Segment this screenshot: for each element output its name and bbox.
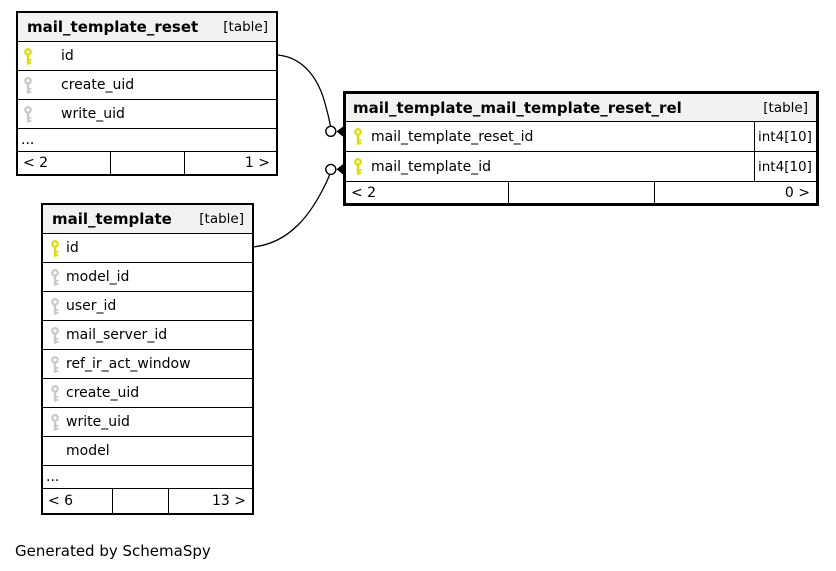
footer-parents-count: 13 > [212, 493, 246, 509]
table-row: create_uid [18, 71, 276, 100]
footer-parents-count: 0 > [784, 184, 810, 201]
cardinality-circle-icon [325, 125, 337, 138]
table-title[interactable]: mail_template_mail_template_reset_rel [353, 98, 682, 117]
table-row: mail_template_reset_id int4[10] [346, 122, 816, 152]
table-tag: [table] [199, 211, 244, 227]
key-icon [23, 76, 33, 95]
table-row: write_uid [18, 100, 276, 129]
cardinality-circle-icon [325, 163, 337, 176]
key-icon [50, 297, 60, 316]
column-name: ref_ir_act_window [66, 356, 191, 372]
column-name: create_uid [61, 77, 135, 93]
column-name: mail_template_reset_id [371, 128, 534, 145]
table-row: id [43, 234, 252, 263]
column-name: model [66, 443, 110, 459]
column-type: int4[10] [754, 152, 816, 181]
column-name: write_uid [66, 414, 130, 430]
table-header: mail_template [table] [43, 205, 252, 234]
footer-middle-cell [113, 489, 169, 513]
column-name: write_uid [61, 106, 125, 122]
column-name: model_id [66, 269, 130, 285]
key-icon [50, 326, 60, 345]
key-icon [50, 268, 60, 287]
key-icon [50, 413, 60, 432]
column-name: create_uid [66, 385, 140, 401]
footer-parents-count: 1 > [244, 155, 270, 171]
key-icon [23, 47, 33, 66]
table-title[interactable]: mail_template_reset [27, 18, 199, 36]
table-footer: < 2 0 > [346, 182, 816, 203]
key-icon [353, 157, 363, 176]
table-row: user_id [43, 292, 252, 321]
table-node-mail-template[interactable]: mail_template [table] id model_id user_i… [41, 203, 254, 515]
key-icon [50, 384, 60, 403]
more-columns-ellipsis: ... [18, 129, 276, 152]
table-node-mail-template-reset[interactable]: mail_template_reset [table] id create_ui… [16, 11, 278, 176]
column-name: mail_template_id [371, 158, 491, 175]
table-row: create_uid [43, 379, 252, 408]
table-row: mail_template_id int4[10] [346, 152, 816, 182]
more-columns-ellipsis: ... [43, 466, 252, 489]
table-row: write_uid [43, 408, 252, 437]
generated-by-note: Generated by SchemaSpy [15, 542, 211, 560]
key-icon [23, 105, 33, 124]
footer-children-count: < 2 [18, 152, 111, 174]
footer-middle-cell [111, 152, 185, 174]
key-icon [50, 239, 60, 258]
footer-children-count: < 6 [43, 489, 113, 513]
table-row: model [43, 437, 252, 466]
table-tag: [table] [763, 99, 808, 116]
table-row: id [18, 42, 276, 71]
footer-middle-cell [509, 182, 655, 203]
table-footer: < 2 1 > [18, 152, 276, 174]
column-name: mail_server_id [66, 327, 168, 343]
table-row: mail_server_id [43, 321, 252, 350]
table-header: mail_template_mail_template_reset_rel [t… [346, 94, 816, 122]
table-tag: [table] [223, 19, 268, 35]
relationship-line [252, 174, 331, 248]
column-name: id [66, 240, 79, 256]
footer-children-count: < 2 [346, 182, 509, 203]
table-header: mail_template_reset [table] [18, 13, 276, 42]
relationship-line [277, 54, 332, 127]
column-name: id [61, 48, 74, 64]
table-row: model_id [43, 263, 252, 292]
table-row: ref_ir_act_window [43, 350, 252, 379]
table-node-mail-template-mail-template-reset-rel[interactable]: mail_template_mail_template_reset_rel [t… [343, 91, 819, 206]
table-title[interactable]: mail_template [52, 210, 172, 228]
column-name: user_id [66, 298, 117, 314]
column-type: int4[10] [754, 122, 816, 151]
key-icon [353, 127, 363, 146]
table-footer: < 6 13 > [43, 489, 252, 513]
key-icon [50, 355, 60, 374]
